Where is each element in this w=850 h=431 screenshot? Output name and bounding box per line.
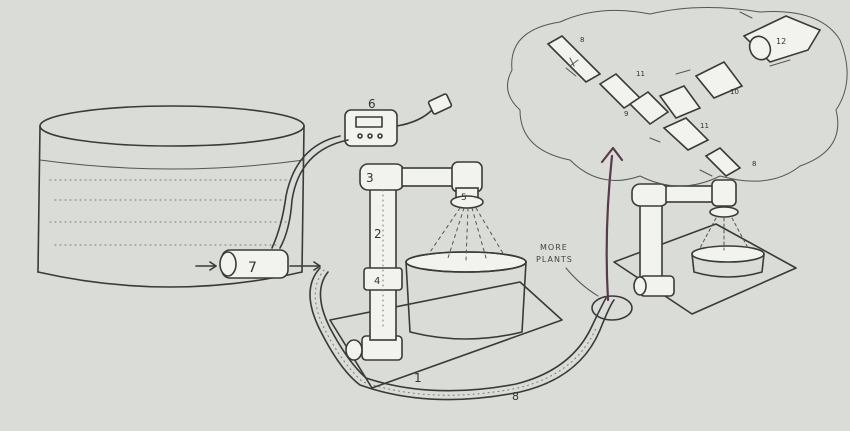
label-10: 10 <box>730 88 739 96</box>
label-3: 3 <box>366 171 374 185</box>
label-8-top: 8 <box>580 36 584 44</box>
label-11-upper: 11 <box>636 70 645 78</box>
timer-cord <box>280 140 348 248</box>
label-2: 2 <box>374 227 382 241</box>
more-plants-line1: MORE <box>540 243 568 252</box>
timer-cord-inner <box>272 136 340 248</box>
power-plug-icon <box>428 93 452 114</box>
label-11-lower: 11 <box>700 122 709 130</box>
exploded-view-cloud: 8 11 9 10 12 11 8 <box>508 7 848 186</box>
timer-unit: 6 <box>345 93 452 146</box>
label-8-tubing: 8 <box>512 390 519 403</box>
label-1: 1 <box>414 371 422 385</box>
label-8-bottom: 8 <box>752 160 756 168</box>
label-12: 12 <box>776 37 786 46</box>
spray-mist <box>428 208 504 260</box>
second-station <box>614 180 796 314</box>
label-9: 9 <box>624 110 628 118</box>
tubing: 8 <box>310 268 614 403</box>
label-6: 6 <box>368 97 376 111</box>
more-plants-line2: PLANTS <box>536 255 573 264</box>
pen-arrow <box>602 148 622 300</box>
label-5: 5 <box>461 193 467 203</box>
water-surface-dots <box>50 180 290 245</box>
plant-pot <box>406 252 526 339</box>
label-4: 4 <box>374 276 380 287</box>
label-7: 7 <box>248 260 257 276</box>
base-plate: 1 <box>330 282 562 388</box>
